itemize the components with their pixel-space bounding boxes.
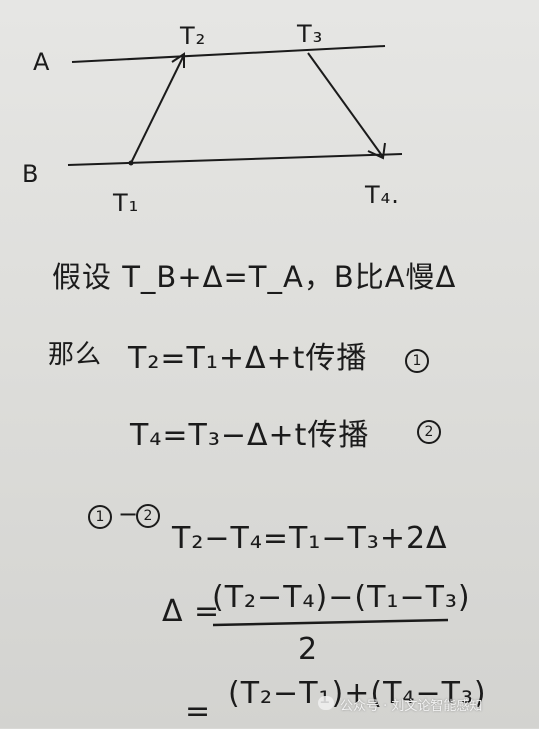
point-t1 xyxy=(128,160,134,166)
line-a xyxy=(71,45,386,63)
arrow-t1-t2 xyxy=(130,54,185,164)
label-t3: T₃ xyxy=(297,20,324,48)
delta-numerator: (T₂−T₄)−(T₁−T₃) xyxy=(212,580,471,615)
equation-2-marker: 2 xyxy=(417,420,441,444)
arrow-t3-t4 xyxy=(307,52,384,158)
subtract-marker-1: 1 xyxy=(88,505,112,529)
arrowhead-t4 xyxy=(367,142,386,160)
delta-equals: Δ = xyxy=(162,594,221,629)
equals-2: = xyxy=(185,694,212,729)
line-b xyxy=(67,153,403,166)
assumption-line: 假设 T_B+Δ=T_A，B比A慢Δ xyxy=(52,260,457,294)
equation-difference: T₂−T₄=T₁−T₃+2Δ xyxy=(172,521,448,556)
equation-2: T₄=T₃−Δ+t传播 xyxy=(130,418,370,453)
fraction-bar-1 xyxy=(212,618,449,627)
delta-denominator: 2 xyxy=(298,632,319,667)
line-b-label: B xyxy=(22,160,40,188)
label-t2: T₂ xyxy=(180,22,207,50)
equation-1-marker: 1 xyxy=(405,349,429,373)
arrowhead-t2 xyxy=(171,52,185,68)
watermark-text: 公众号 · 刘文论智能感知 xyxy=(340,699,483,714)
then-prefix: 那么 xyxy=(48,340,103,370)
label-t1: T₁ xyxy=(113,189,140,217)
wechat-icon xyxy=(318,696,334,710)
delta-numerator-2: (T₂−T₁)+(T₄−T₃) xyxy=(228,676,487,711)
subtract-dash: − xyxy=(118,500,140,528)
equation-1: T₂=T₁+Δ+t传播 xyxy=(128,341,368,376)
subtract-marker-2: 2 xyxy=(136,504,160,528)
line-a-label: A xyxy=(33,48,51,76)
label-t4: T₄. xyxy=(365,181,400,209)
